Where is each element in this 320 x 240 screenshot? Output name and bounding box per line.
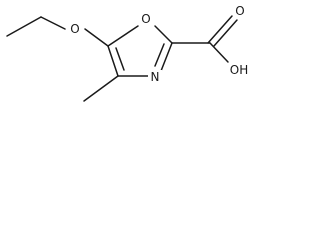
atom-labels: O O N O OH xyxy=(68,4,250,84)
bond-c5-ring-o xyxy=(107,25,139,47)
ring-oxygen-label: O xyxy=(141,12,150,26)
ether-oxygen-label: O xyxy=(70,22,79,36)
bond-ring-o-c2 xyxy=(154,25,173,44)
hydroxyl-label: OH xyxy=(230,63,248,77)
bond-c-o-double-a xyxy=(207,15,233,44)
bond-lines xyxy=(6,15,238,102)
bond-c4-c5-double xyxy=(115,47,125,71)
bond-c2-n3-double xyxy=(154,43,165,67)
bond-ether-o-c5 xyxy=(84,28,109,47)
chemical-structure: O O N O OH xyxy=(6,4,250,102)
bond-c4-methyl xyxy=(83,75,119,102)
bond-c-o-double-b xyxy=(213,19,238,47)
bond-c4-c5 xyxy=(107,45,119,77)
bond-c2-n3 xyxy=(160,42,173,72)
ring-nitrogen-label: N xyxy=(151,70,160,84)
bond-c-oh xyxy=(209,42,229,63)
bond-ch2-ether-o xyxy=(40,16,66,30)
carbonyl-oxygen-label: O xyxy=(235,4,244,18)
bond-ethyl-ch3-ch2 xyxy=(6,16,42,37)
